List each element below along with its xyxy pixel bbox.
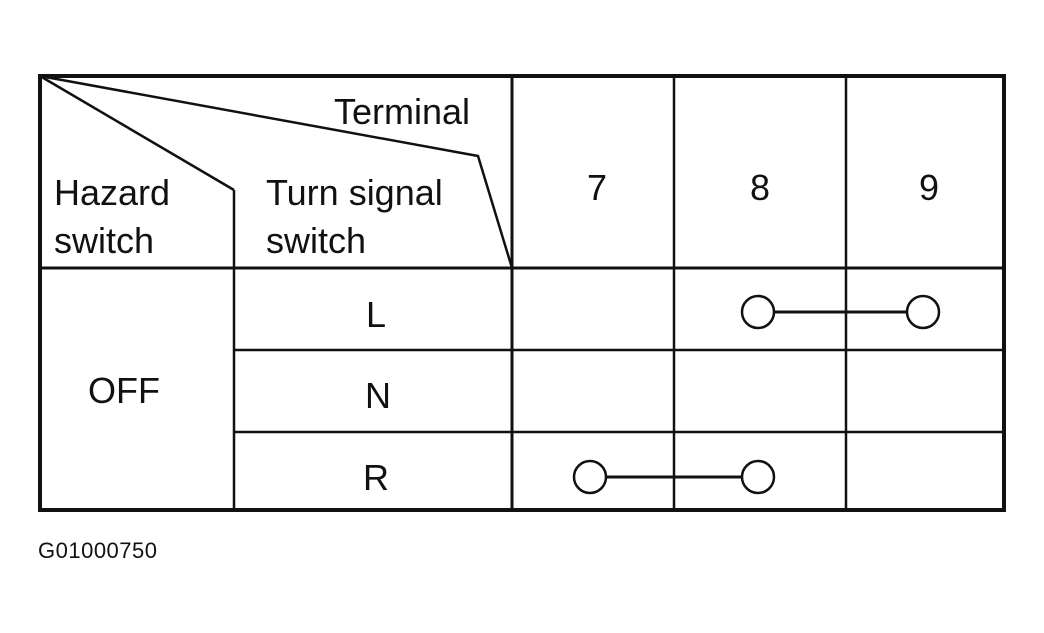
header-diagonal-hazard bbox=[39, 74, 235, 192]
terminal-9-label: 9 bbox=[919, 167, 939, 208]
continuity-table: Terminal Hazard switch Turn signal switc… bbox=[38, 74, 1006, 512]
position-label-r: R bbox=[363, 457, 389, 498]
position-label-n: N bbox=[365, 375, 391, 416]
hazard-header-label-line2: switch bbox=[54, 220, 154, 261]
terminal-7-label: 7 bbox=[587, 167, 607, 208]
turn-signal-header-label-line1: Turn signal bbox=[266, 172, 443, 213]
continuity-node-l-terminal-8 bbox=[740, 294, 776, 330]
terminal-8-label: 8 bbox=[750, 167, 770, 208]
table-frame bbox=[38, 74, 1006, 512]
continuity-node-r-terminal-7 bbox=[572, 459, 608, 495]
continuity-node-r-terminal-8 bbox=[740, 459, 776, 495]
header-diagonal-turn-signal bbox=[39, 74, 514, 269]
turn-signal-header-label-line2: switch bbox=[266, 220, 366, 261]
continuity-marks bbox=[572, 294, 941, 495]
position-label-l: L bbox=[366, 294, 386, 335]
figure-id: G01000750 bbox=[38, 538, 158, 563]
continuity-node-l-terminal-9 bbox=[905, 294, 941, 330]
hazard-state-label: OFF bbox=[88, 370, 160, 411]
terminal-header-label: Terminal bbox=[334, 91, 470, 132]
hazard-header-label-line1: Hazard bbox=[54, 172, 170, 213]
